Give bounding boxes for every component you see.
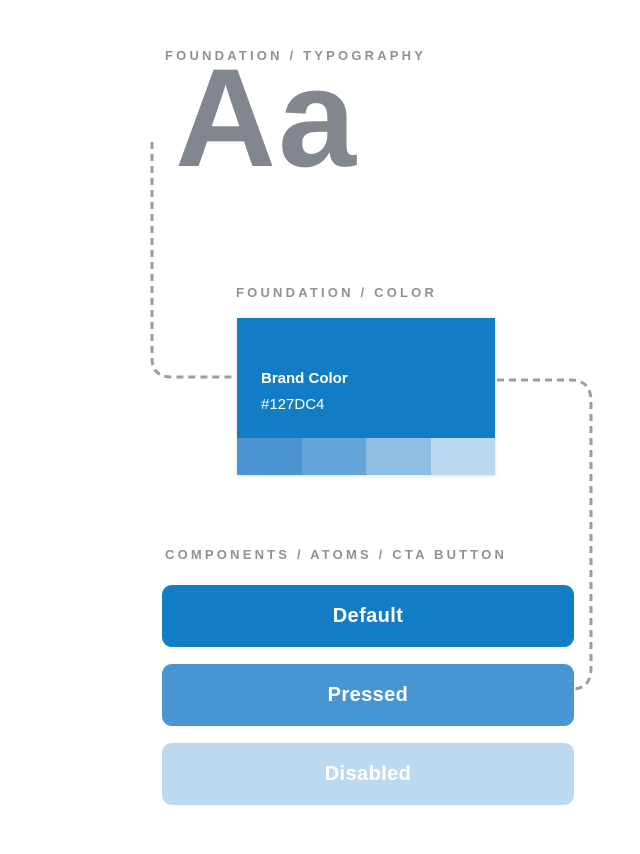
components-section-label: COMPONENTS / ATOMS / CTA BUTTON [165,547,508,562]
brand-color-card: Brand Color #127DC4 [237,318,495,475]
cta-button-default[interactable]: Default [162,585,574,647]
brand-color-name: Brand Color [261,370,348,387]
cta-button-pressed[interactable]: Pressed [162,664,574,726]
cta-button-default-label: Default [332,604,404,627]
type-specimen: Aa [175,39,358,196]
typography-section-label: FOUNDATION / TYPOGRAPHY [165,48,427,63]
shade-swatch-3 [366,438,431,475]
color-section-label: FOUNDATION / COLOR [236,285,438,300]
shade-swatch-1 [237,438,302,475]
cta-button-disabled-label: Disabled [324,762,412,785]
brand-color-hex: #127DC4 [261,396,325,413]
shade-swatch-2 [301,438,366,475]
cta-button-pressed-label: Pressed [327,683,409,706]
cta-button-disabled[interactable]: Disabled [162,743,574,805]
brand-color-swatch: Brand Color #127DC4 [237,318,495,438]
shade-swatch-4 [430,438,495,475]
shade-row [237,438,495,475]
